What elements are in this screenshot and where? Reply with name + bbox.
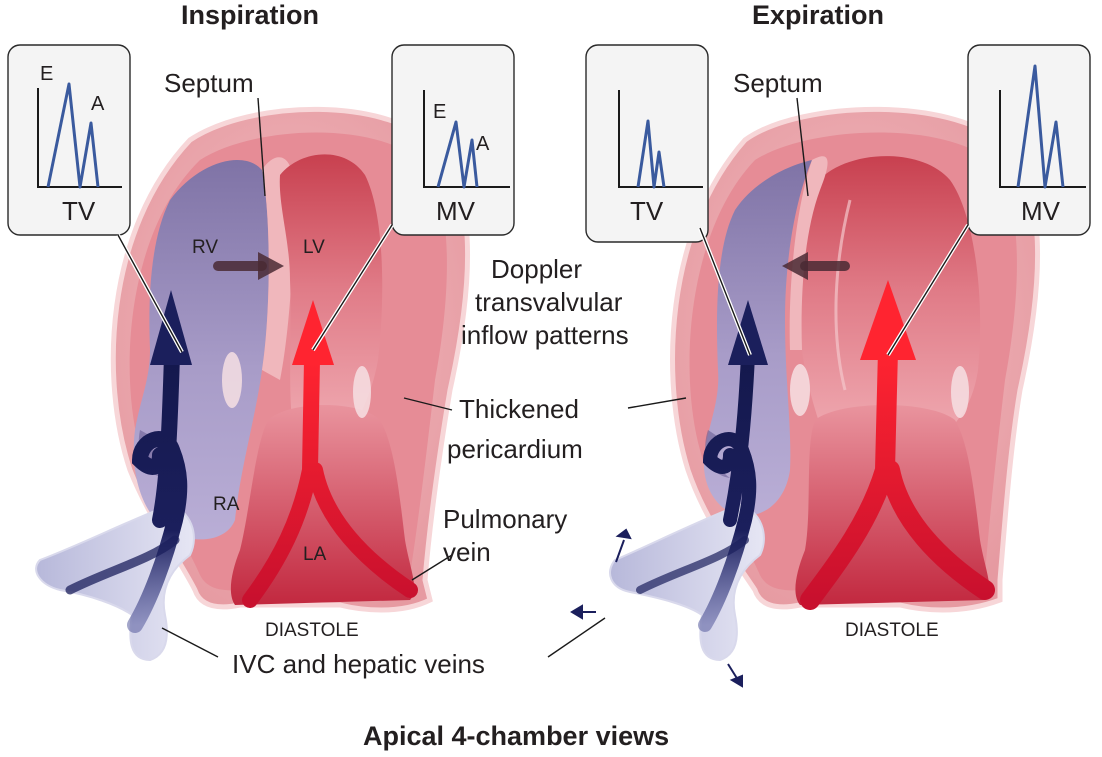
right-mv-label: MV	[1021, 196, 1061, 226]
left-septum-label: Septum	[164, 68, 254, 98]
pulmonary-vein-label-line1: Pulmonary	[443, 504, 567, 534]
ivc-hepatic-label: IVC and hepatic veins	[232, 649, 485, 679]
inset-left-tv: E A TV	[7, 44, 131, 236]
left-heart	[35, 106, 470, 662]
doppler-label-line2: transvalvular	[475, 287, 623, 317]
left-tv-a-label: A	[91, 93, 105, 115]
hepatic-vein-arrows	[570, 528, 743, 688]
figure-caption: Apical 4-chamber views	[363, 721, 669, 751]
doppler-label-line3: inflow patterns	[461, 320, 629, 350]
right-heart	[570, 106, 1040, 688]
right-septum-label: Septum	[733, 68, 823, 98]
left-tv-label: TV	[62, 196, 96, 226]
right-arterial-flow-arrow	[800, 340, 995, 610]
right-diastole-label: DIASTOLE	[845, 620, 939, 641]
lv-label: LV	[303, 237, 325, 258]
right-tv-label: TV	[630, 196, 664, 226]
left-tv-e-label: E	[40, 63, 53, 85]
left-mv-e-label: E	[433, 101, 446, 123]
pericardium-label-line2: pericardium	[447, 434, 583, 464]
right-venous-flow-arrow	[698, 348, 757, 632]
rv-label: RV	[192, 237, 218, 258]
inset-right-tv: TV	[585, 44, 709, 243]
left-venous-arrowhead	[150, 290, 192, 365]
left-mv-label: MV	[436, 196, 476, 226]
right-septum	[789, 156, 828, 350]
la-label: LA	[303, 544, 327, 565]
right-venous-arrowhead	[728, 300, 768, 365]
left-septal-shift-arrow	[258, 252, 284, 280]
left-venous-flow-arrow	[127, 347, 188, 633]
left-arterial-flow-arrow	[242, 352, 418, 608]
right-arterial-arrowhead	[860, 280, 916, 360]
inspiration-title: Inspiration	[181, 0, 319, 30]
pericardium-label-line1: Thickened	[459, 394, 579, 424]
left-diastole-label: DIASTOLE	[265, 620, 359, 641]
expiration-title: Expiration	[752, 0, 884, 30]
right-septal-shift-arrow	[782, 252, 808, 280]
leader-lines	[116, 97, 970, 658]
inset-left-mv: E A MV	[391, 44, 515, 236]
left-arterial-arrowhead	[292, 300, 334, 365]
inset-right-mv: MV	[967, 44, 1091, 236]
left-mv-a-label: A	[476, 133, 490, 155]
ra-label: RA	[213, 494, 240, 515]
pulmonary-vein-label-line2: vein	[443, 537, 491, 567]
doppler-label-line1: Doppler	[491, 254, 582, 284]
